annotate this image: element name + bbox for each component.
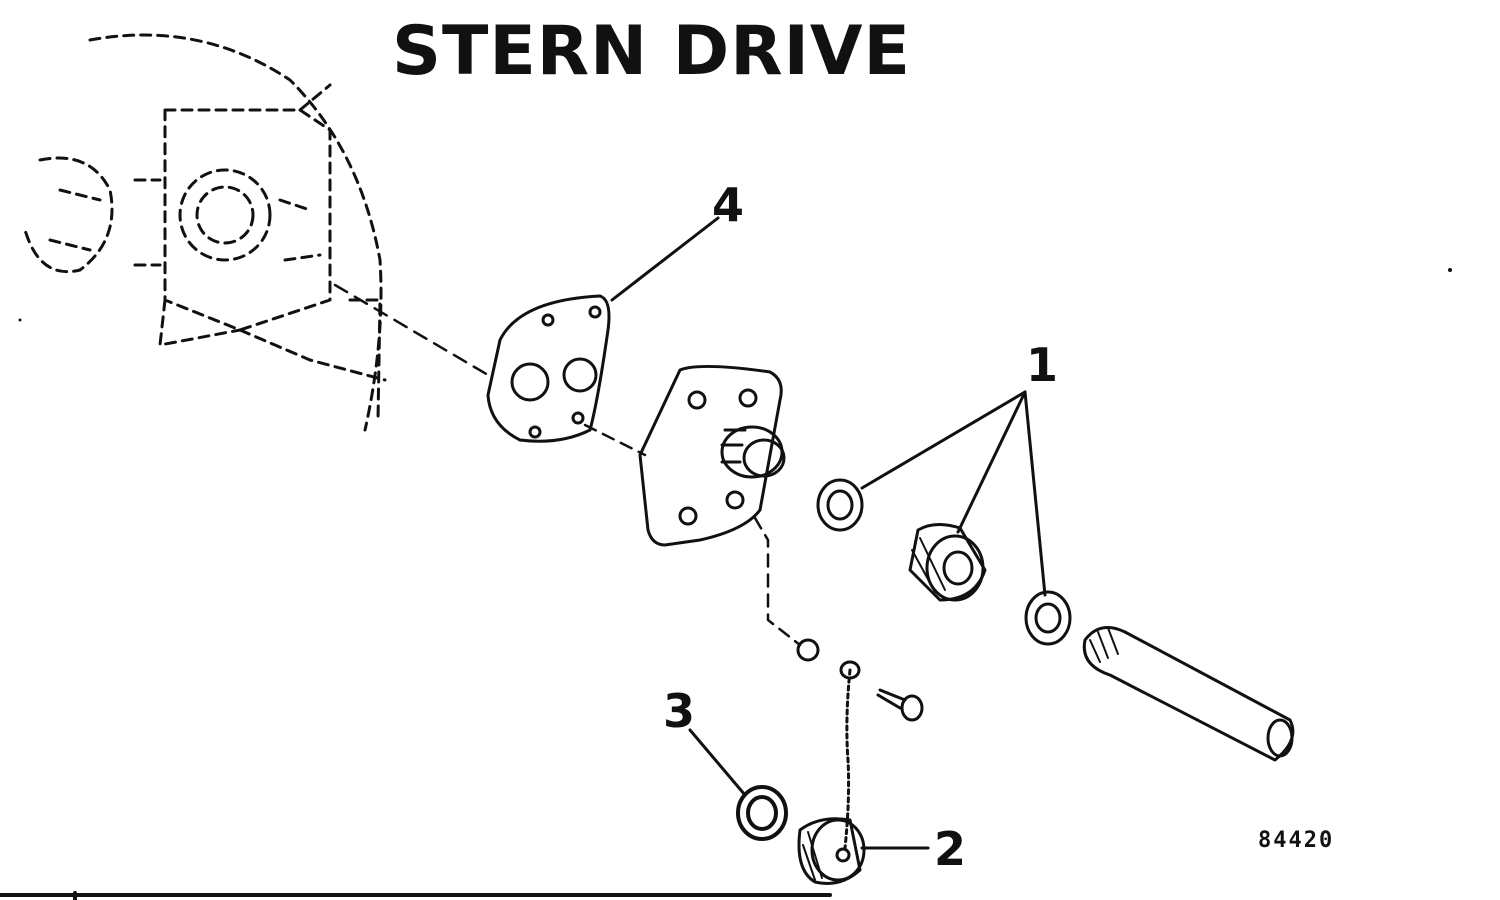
chain-ring (839, 660, 861, 680)
alignment-line-3 (753, 516, 802, 647)
table-border-rule (0, 891, 832, 900)
scan-speck (1448, 268, 1452, 272)
alignment-line (333, 283, 490, 377)
washer-front (816, 478, 864, 532)
callout-2: 2 (934, 822, 967, 876)
small-bolt (876, 688, 924, 722)
gasket (486, 294, 611, 443)
tube-sleeve (1082, 626, 1295, 762)
drain-plug (797, 817, 866, 885)
diagram-title: STERN DRIVE (392, 12, 911, 91)
bushing (908, 523, 987, 602)
washer-rear (1024, 590, 1072, 646)
stern-drive-housing (23, 33, 387, 432)
scan-speck (18, 318, 22, 322)
alignment-line-2 (583, 423, 647, 457)
figure-number: 84420 (1258, 828, 1335, 853)
o-ring (736, 785, 788, 841)
leader-lines (610, 216, 1047, 850)
callout-4: 4 (712, 178, 745, 232)
callout-3: 3 (663, 684, 696, 738)
e-ring (796, 638, 820, 662)
callout-1: 1 (1026, 338, 1059, 392)
mounting-plate (638, 364, 786, 547)
